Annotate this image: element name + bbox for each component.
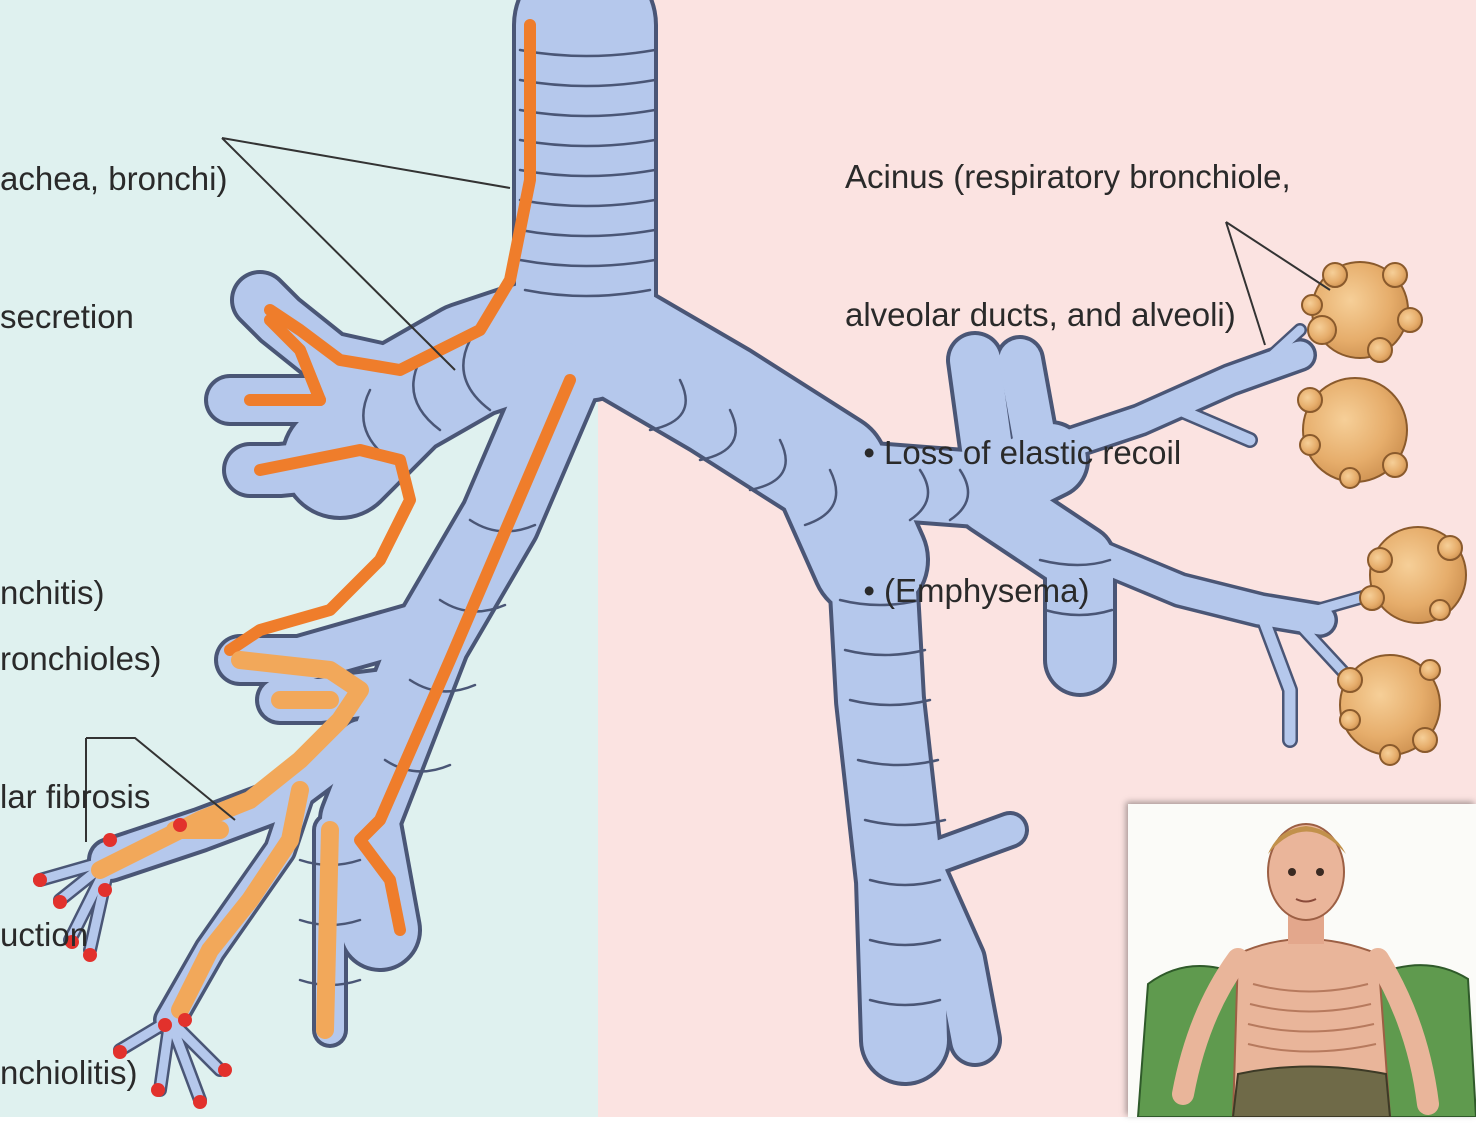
alveolus-cluster-upper-2 bbox=[1298, 378, 1407, 488]
alveolus-cluster-upper bbox=[1302, 262, 1422, 362]
label-line: uction bbox=[0, 912, 161, 958]
label-line bbox=[0, 432, 227, 478]
small-airways-label: ronchioles) lar fibrosis uction nchiolit… bbox=[0, 544, 161, 1142]
acinus-label: Acinus (respiratory bronchiole, alveolar… bbox=[845, 62, 1291, 660]
alveoli-clusters bbox=[1298, 262, 1466, 765]
label-line: ronchioles) bbox=[0, 636, 161, 682]
label-line: achea, bronchi) bbox=[0, 156, 227, 202]
alveolus-cluster-lower-2 bbox=[1338, 655, 1440, 765]
label-line: Acinus (respiratory bronchiole, bbox=[845, 154, 1291, 200]
alveolus-cluster-lower bbox=[1360, 527, 1466, 623]
label-line: alveolar ducts, and alveoli) bbox=[845, 292, 1291, 338]
label-line: • Loss of elastic recoil bbox=[845, 430, 1291, 476]
label-line: secretion bbox=[0, 294, 227, 340]
label-line: nchiolitis) bbox=[0, 1050, 161, 1096]
patient-illustration-inset bbox=[1128, 804, 1476, 1117]
emaciated-patient-icon bbox=[1128, 804, 1476, 1117]
label-line: lar fibrosis bbox=[0, 774, 161, 820]
label-line: • (Emphysema) bbox=[845, 568, 1291, 614]
